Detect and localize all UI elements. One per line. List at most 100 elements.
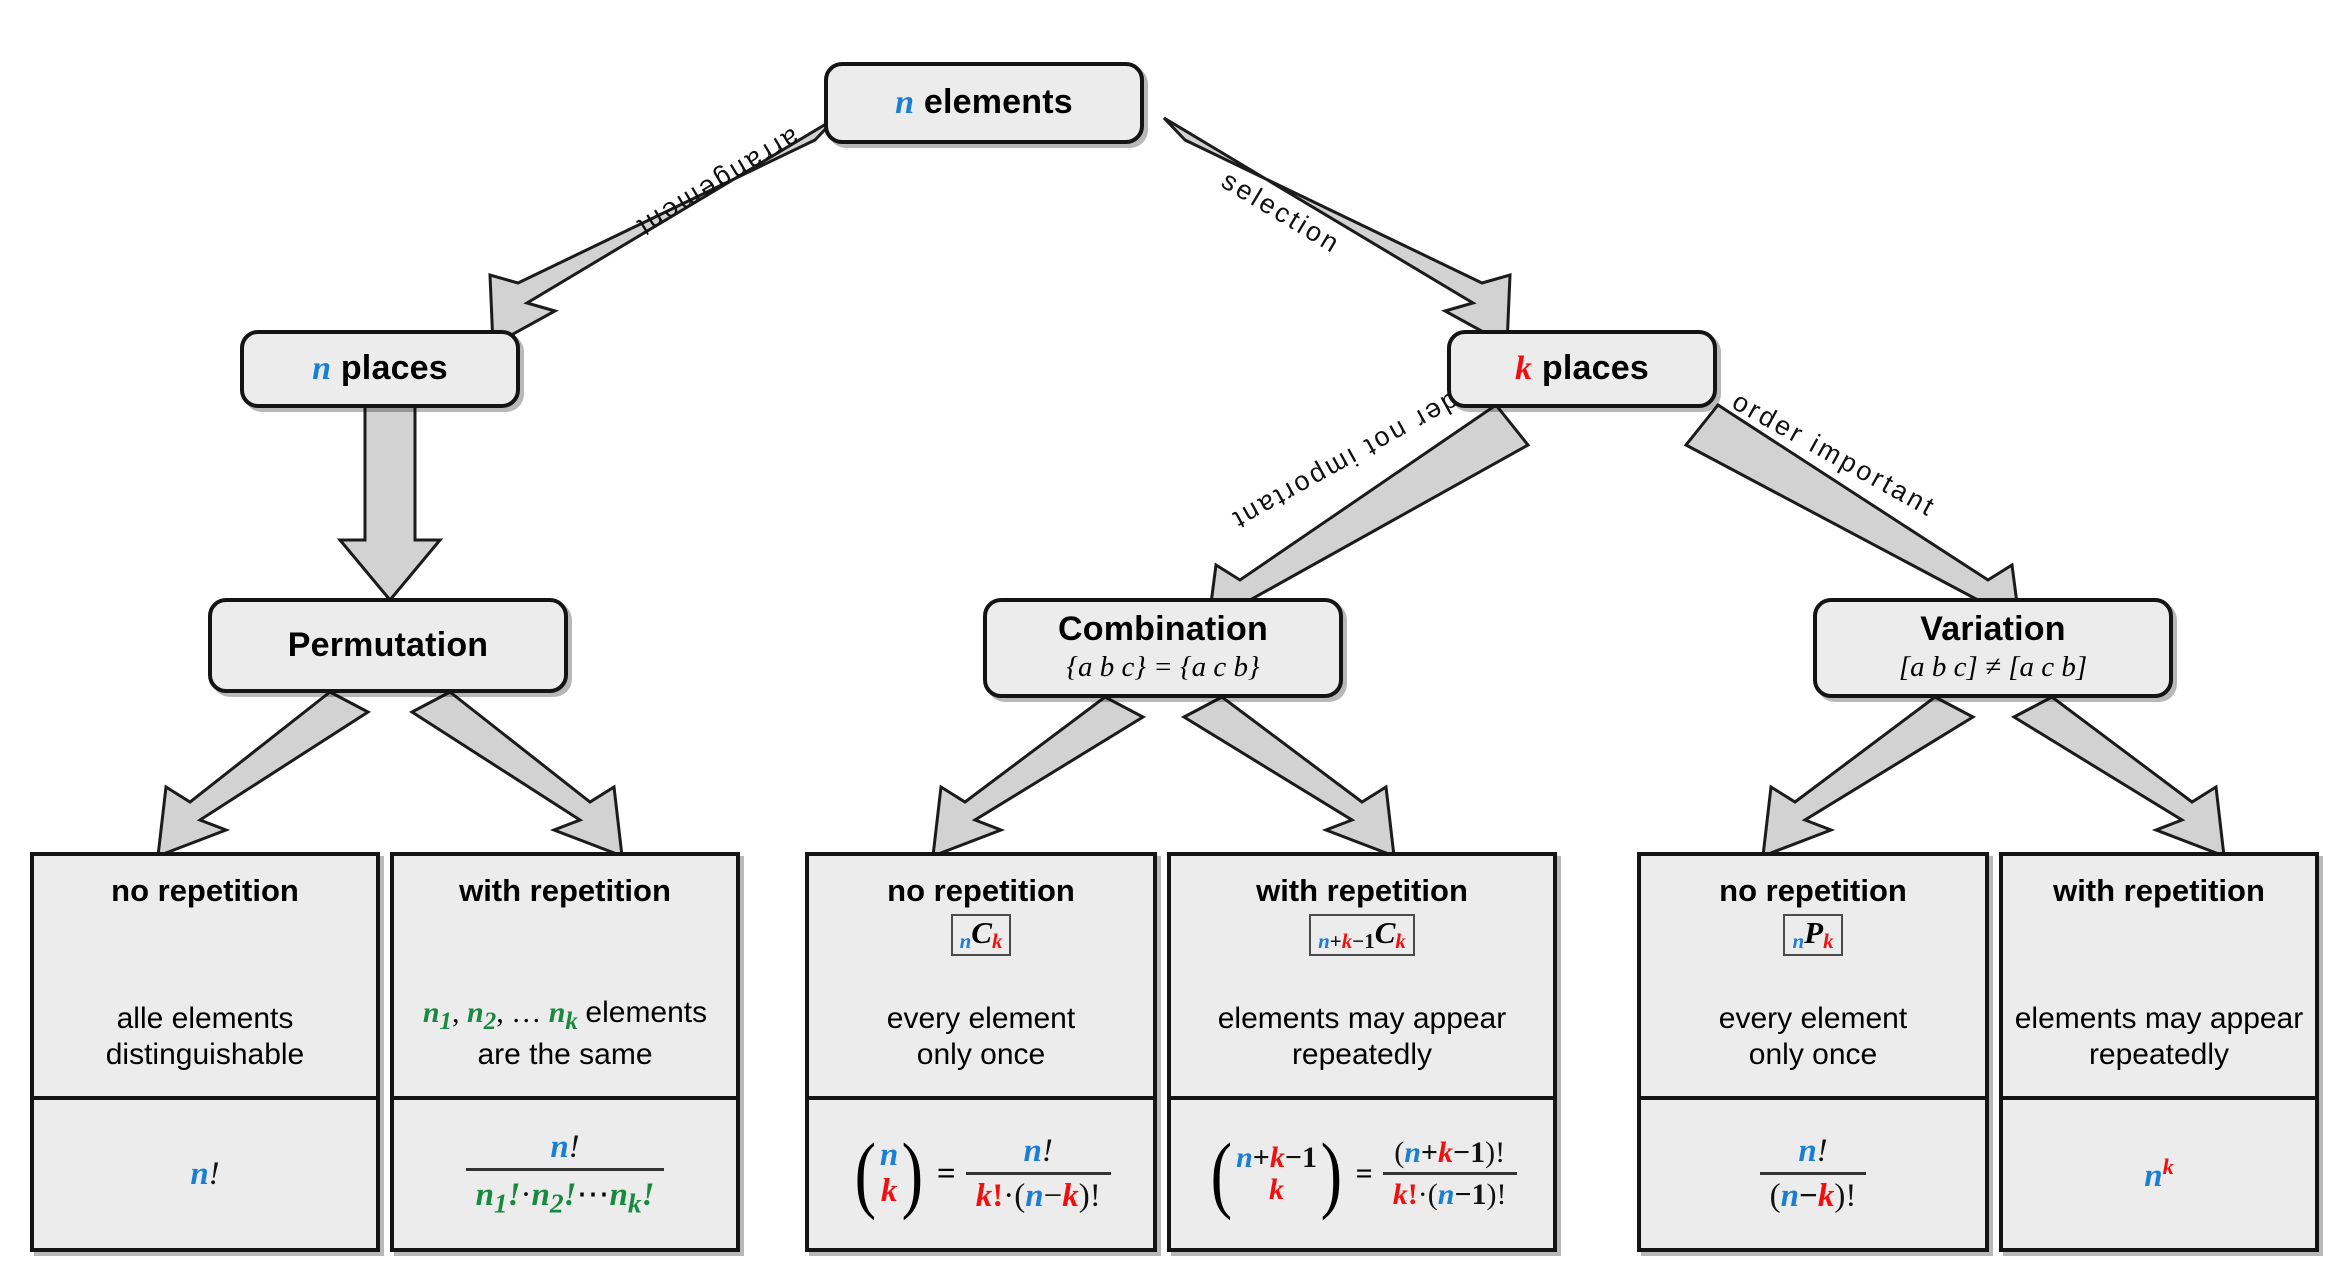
subscript-k: k — [991, 929, 1003, 954]
plus-sign: + — [1420, 1136, 1438, 1169]
leaf-formula: nk — [2003, 1096, 2315, 1248]
exponent-k: k — [2162, 1153, 2174, 1179]
leaf-formula: n! n1!·n2!⋯nk! — [394, 1096, 736, 1248]
number-one: 1 — [1470, 1136, 1486, 1169]
number-one: 1 — [1471, 1178, 1487, 1211]
notation-badge-nCk: nCk — [950, 914, 1012, 957]
node-variation[interactable]: Variation [a b c] ≠ [a c b] — [1813, 598, 2173, 698]
subscript-2: 2 — [549, 1187, 564, 1219]
symbol-P: P — [1804, 915, 1824, 951]
leaf-title: with repetition — [1256, 873, 1468, 908]
arrow-combination-no-repetition — [931, 695, 1147, 859]
subscript-1: 1 — [439, 1007, 453, 1035]
binomial-top: n+k−1 — [1236, 1140, 1317, 1174]
binomial-coefficient: ( n+k−1 k ) — [1207, 1125, 1345, 1222]
node-k-places-text: places — [1541, 349, 1649, 388]
leaf-permutation-no-repetition[interactable]: no repetition alle elements distinguisha… — [30, 852, 380, 1252]
subscript-k: k — [1823, 929, 1834, 954]
variable-n: n — [1404, 1136, 1421, 1169]
factorial-sign: ! — [568, 1128, 580, 1165]
variable-n: n — [312, 350, 332, 388]
variable-n: n — [1025, 1178, 1044, 1214]
leaf-upper: with repetition elements may appear repe… — [2003, 856, 2315, 1096]
right-paren: ) — [1486, 1178, 1497, 1211]
ellipsis: ⋯ — [576, 1176, 610, 1213]
symbol-C: C — [971, 915, 992, 951]
leaf-upper: with repetition n+k−1Ck elements may app… — [1171, 856, 1553, 1096]
leaf-upper: no repetition nCk every element only onc… — [809, 856, 1153, 1096]
variable-k: k — [975, 1178, 993, 1214]
arrow-permutation-no-repetition — [156, 690, 371, 859]
leaf-description: elements may appear repeatedly — [2014, 1001, 2304, 1072]
fraction: (n+k−1)! k!·(n−1)! — [1382, 1136, 1517, 1212]
variable-n: n — [1023, 1133, 1042, 1169]
leaf-combination-no-repetition[interactable]: no repetition nCk every element only onc… — [805, 852, 1157, 1252]
binomial-coefficient: ( n k ) — [851, 1130, 927, 1216]
leaf-formula: n! (n−k)! — [1641, 1096, 1985, 1248]
variable-n1: n — [475, 1176, 494, 1213]
factorial-sign: ! — [1495, 1136, 1506, 1169]
variable-n2: n — [531, 1176, 550, 1213]
minus-sign: − — [1352, 929, 1365, 954]
node-n-elements[interactable]: n elements — [824, 62, 1144, 144]
node-n-places[interactable]: n places — [240, 330, 520, 408]
leaf-title: with repetition — [459, 873, 671, 908]
subscript-n: n — [959, 929, 972, 954]
leaf-upper: with repetition n1, n2, … nk elements ar… — [394, 856, 736, 1096]
fraction-numerator: n! — [1014, 1133, 1063, 1172]
notation-badge-n-plus-k-minus-1-C-k: n+k−1Ck — [1309, 914, 1415, 957]
variable-n: n — [190, 1155, 209, 1192]
leaf-description-text: elements are the same — [477, 995, 708, 1072]
fraction: n! (n−k)! — [1759, 1133, 1867, 1215]
variable-k: k — [1817, 1178, 1835, 1214]
factorial-sign: ! — [992, 1178, 1004, 1214]
plus-sign: + — [1252, 1140, 1270, 1174]
leaf-description: every element only once — [886, 1001, 1076, 1072]
variable-n: n — [1236, 1140, 1253, 1174]
arrow-variation-with-repetition — [2010, 695, 2226, 859]
subscript-k: k — [565, 1007, 578, 1035]
number-one: 1 — [1364, 929, 1375, 954]
leaf-permutation-with-repetition[interactable]: with repetition n1, n2, … nk elements ar… — [390, 852, 740, 1252]
variable-n: n — [1780, 1178, 1800, 1214]
node-permutation-title: Permutation — [287, 625, 489, 664]
minus-sign: − — [1284, 1140, 1302, 1174]
node-variation-title: Variation — [1920, 609, 2066, 648]
factorial-sign: ! — [641, 1176, 655, 1213]
variable-n: n — [550, 1128, 569, 1165]
leaf-formula: ( n+k−1 k ) = (n+k−1)! k!·(n−1)! — [1171, 1096, 1553, 1248]
arrow-selection — [1162, 116, 1512, 348]
comma: , — [496, 995, 504, 1029]
left-paren: ( — [1769, 1178, 1781, 1214]
arrow-combination-with-repetition — [1180, 695, 1396, 859]
ellipsis: … — [511, 995, 542, 1029]
variable-n: n — [2144, 1157, 2163, 1194]
variable-n: n — [895, 84, 915, 122]
variable-k: k — [1062, 1178, 1079, 1214]
right-paren: ) — [1320, 1125, 1343, 1222]
left-paren: ( — [1394, 1136, 1405, 1169]
right-paren: ) — [1485, 1136, 1496, 1169]
leaf-variation-with-repetition[interactable]: with repetition elements may appear repe… — [1999, 852, 2319, 1252]
leaf-variation-no-repetition[interactable]: no repetition nPk every element only onc… — [1637, 852, 1989, 1252]
factorial-sign: ! — [507, 1176, 521, 1213]
node-n-places-label: n places — [312, 349, 448, 388]
variable-nk: n — [548, 995, 566, 1029]
fraction-denominator: k!·(n−1)! — [1382, 1172, 1517, 1212]
factorial-sign: ! — [563, 1176, 577, 1213]
variable-n2: n — [467, 995, 484, 1029]
node-permutation[interactable]: Permutation — [208, 598, 568, 693]
node-k-places[interactable]: k places — [1447, 330, 1717, 408]
node-n-places-text: places — [340, 349, 448, 388]
left-paren: ( — [1427, 1178, 1438, 1211]
node-combination[interactable]: Combination {a b c} = {a c b} — [983, 598, 1343, 698]
subscript-n: n — [1318, 929, 1330, 954]
minus-sign: − — [1454, 1178, 1472, 1211]
variable-n: n — [1798, 1133, 1817, 1169]
left-paren: ( — [1014, 1178, 1026, 1214]
factorial-sign: ! — [1816, 1133, 1828, 1169]
leaf-combination-with-repetition[interactable]: with repetition n+k−1Ck elements may app… — [1167, 852, 1557, 1252]
fraction: n! k!·(n−k)! — [965, 1133, 1111, 1215]
